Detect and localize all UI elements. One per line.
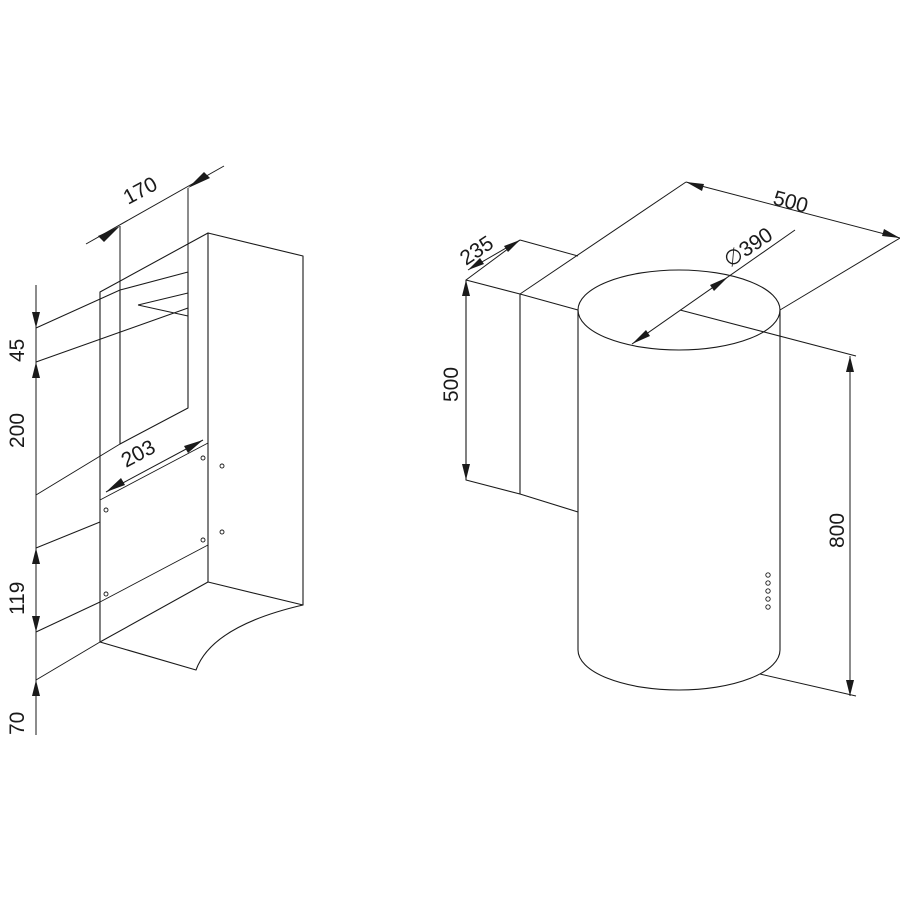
dim-label-390: ∅390 (720, 223, 777, 272)
control-buttons (765, 572, 771, 610)
dim-chimney-height: 500 (440, 280, 470, 480)
dim-top-width: 170 (85, 165, 225, 290)
screw-holes (103, 455, 225, 597)
dim-label-500-left: 500 (440, 367, 463, 402)
dim-diameter: ∅390 (631, 223, 796, 345)
dim-wall-depth: 235 (456, 231, 579, 281)
right-view: 500 235 ∅390 500 (440, 181, 900, 697)
dim-label-800: 800 (826, 513, 849, 548)
dim-label-500-top: 500 (771, 187, 811, 218)
dim-label-235: 235 (456, 231, 498, 270)
left-view: 170 45 200 119 70 203 (6, 165, 304, 735)
wall-plate (465, 279, 579, 513)
mount-body (99, 232, 304, 671)
dim-label-170: 170 (120, 173, 162, 210)
dim-label-45: 45 (6, 339, 29, 362)
dim-label-70: 70 (6, 712, 29, 735)
dim-overall-depth: 500 (519, 181, 900, 311)
dim-body-height: 800 (679, 309, 857, 697)
cylinder-body (577, 269, 781, 691)
dim-label-119: 119 (6, 582, 29, 615)
dim-label-200: 200 (6, 413, 29, 448)
dim-left-stack: 45 200 119 70 (6, 285, 189, 735)
